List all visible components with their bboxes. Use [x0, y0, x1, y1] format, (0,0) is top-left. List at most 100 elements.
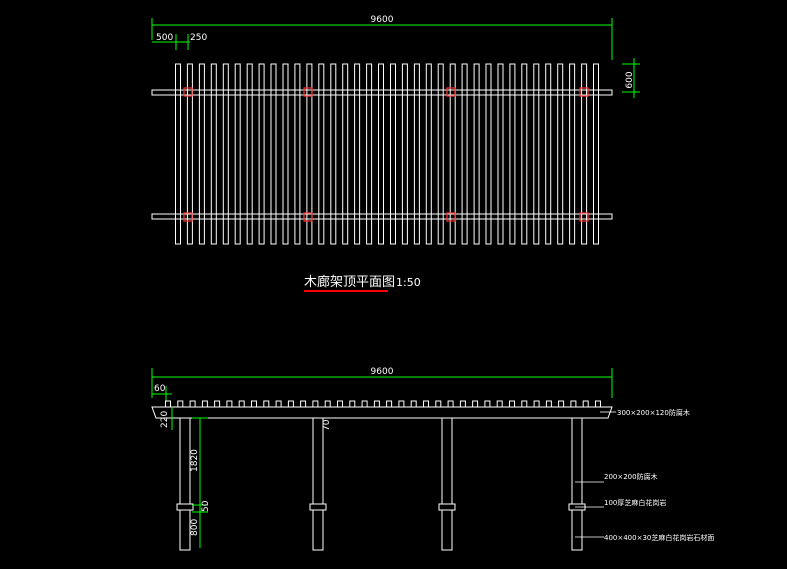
elev-rafter-block: [337, 400, 343, 408]
elev-dim-vertical: 220 1820 800 50 70: [160, 407, 332, 548]
plan-rafter: [521, 63, 528, 245]
elev-leaders: [575, 411, 616, 538]
elev-rafter-block: [263, 400, 270, 408]
plan-beams: [151, 89, 613, 220]
plan-rafter: [198, 63, 205, 245]
plan-rafter: [270, 63, 277, 245]
note-beam: 300×200×120防腐木: [617, 408, 690, 417]
plan-dim-depth-text: 600: [625, 71, 635, 88]
elev-dim-base-text: 800: [190, 519, 200, 536]
plan-rafter: [425, 63, 432, 245]
elevation-view: 9600 60 220 1820 800 50 70: [151, 367, 714, 551]
elev-rafter-block: [373, 400, 380, 408]
elev-rafter-block: [177, 400, 184, 408]
note-band: 100厚芝麻白花岗岩: [604, 498, 666, 507]
plan-rafter: [569, 63, 576, 245]
elev-dim-overhang-text: 60: [154, 384, 166, 394]
plan-rafter: [533, 63, 540, 245]
plan-rafter: [222, 63, 229, 245]
elev-rafter-block: [324, 400, 331, 408]
plan-rafter: [593, 63, 599, 245]
elev-rafter-block: [214, 400, 221, 408]
plan-rafter: [401, 63, 408, 245]
plan-column-mark: [446, 87, 456, 97]
elev-rafter-block: [435, 400, 442, 408]
elev-rafter-block: [251, 400, 257, 408]
plan-rafter: [318, 63, 325, 245]
elev-rafter-block: [300, 400, 307, 408]
elev-rafter-block: [459, 400, 466, 408]
plan-scale: 1:50: [396, 276, 421, 289]
elev-rafter-block: [496, 400, 503, 408]
plan-rafter: [234, 63, 241, 245]
elev-rafter-block: [238, 400, 245, 408]
elev-rafter-block: [545, 400, 552, 408]
elev-column: [438, 417, 456, 551]
plan-column-mark: [446, 212, 456, 222]
elev-rafter-block: [570, 400, 577, 408]
plan-column-mark: [579, 212, 589, 222]
elev-rafter-block: [226, 400, 233, 408]
plan-rafter: [413, 63, 420, 245]
elev-rafter-block: [349, 400, 356, 408]
note-base: 400×400×30芝麻白花岗岩石材面: [604, 533, 714, 542]
plan-rafter: [485, 63, 492, 245]
elev-rafters: [165, 400, 601, 408]
elev-rafter-block: [312, 400, 319, 408]
plan-rafter: [581, 63, 588, 245]
plan-rafter: [175, 63, 181, 245]
plan-rafter: [282, 63, 289, 245]
elev-rafter-block: [582, 400, 589, 408]
plan-rafter: [366, 63, 373, 245]
plan-column-marks: [183, 87, 589, 222]
elev-rafter-block: [521, 400, 528, 408]
plan-rafter: [258, 63, 265, 245]
elev-dim-gap-text: 70: [322, 419, 332, 431]
elev-column: [309, 417, 327, 551]
elev-rafter-block: [361, 400, 368, 408]
elev-rafter-block: [275, 400, 282, 408]
elev-rafter-block: [423, 400, 429, 408]
plan-dim-total: 9600: [151, 15, 613, 60]
plan-view: 9600 500 250 600 木廊架顶平面图 1:50: [151, 15, 640, 292]
plan-rafter: [342, 63, 349, 245]
elev-beam: [151, 406, 613, 419]
plan-rafter: [557, 63, 564, 245]
elev-rafter-block: [398, 400, 405, 408]
elev-column: [176, 417, 194, 551]
elev-dim-total: 9600: [151, 367, 613, 398]
elev-rafter-block: [509, 400, 515, 408]
elev-column: [568, 417, 586, 551]
elev-rafter-block: [472, 400, 479, 408]
elev-dim-total-text: 9600: [371, 367, 394, 377]
plan-column-mark: [303, 212, 313, 222]
plan-rafter: [473, 63, 480, 245]
plan-rafter: [294, 63, 301, 245]
elev-dim-beam-text: 220: [160, 411, 170, 428]
plan-dim-total-text: 9600: [371, 15, 394, 25]
plan-rafter: [437, 63, 444, 245]
elev-columns: [176, 417, 586, 551]
elev-rafter-block: [201, 400, 208, 408]
elev-rafter-block: [533, 400, 540, 408]
plan-rafter: [306, 63, 313, 245]
elev-dim-small-text: 50: [201, 500, 211, 512]
elev-dim-column-text: 1820: [190, 449, 200, 472]
elev-rafter-block: [447, 400, 454, 408]
plan-dim-depth: 600: [622, 58, 640, 98]
plan-rafter: [509, 63, 516, 245]
note-column: 200×200防腐木: [604, 472, 658, 481]
elev-rafter-block: [410, 400, 417, 408]
plan-column-mark: [183, 87, 193, 97]
plan-rafter: [246, 63, 253, 245]
plan-column-mark: [183, 212, 193, 222]
plan-rafter: [449, 63, 456, 245]
elev-rafter-block: [595, 400, 601, 408]
elev-rafter-block: [165, 400, 171, 408]
plan-rafter: [186, 63, 193, 245]
plan-rafter: [545, 63, 552, 245]
plan-rafter: [461, 63, 468, 245]
plan-rafter: [390, 63, 396, 245]
plan-rafter: [354, 63, 361, 245]
plan-column-mark: [303, 87, 313, 97]
